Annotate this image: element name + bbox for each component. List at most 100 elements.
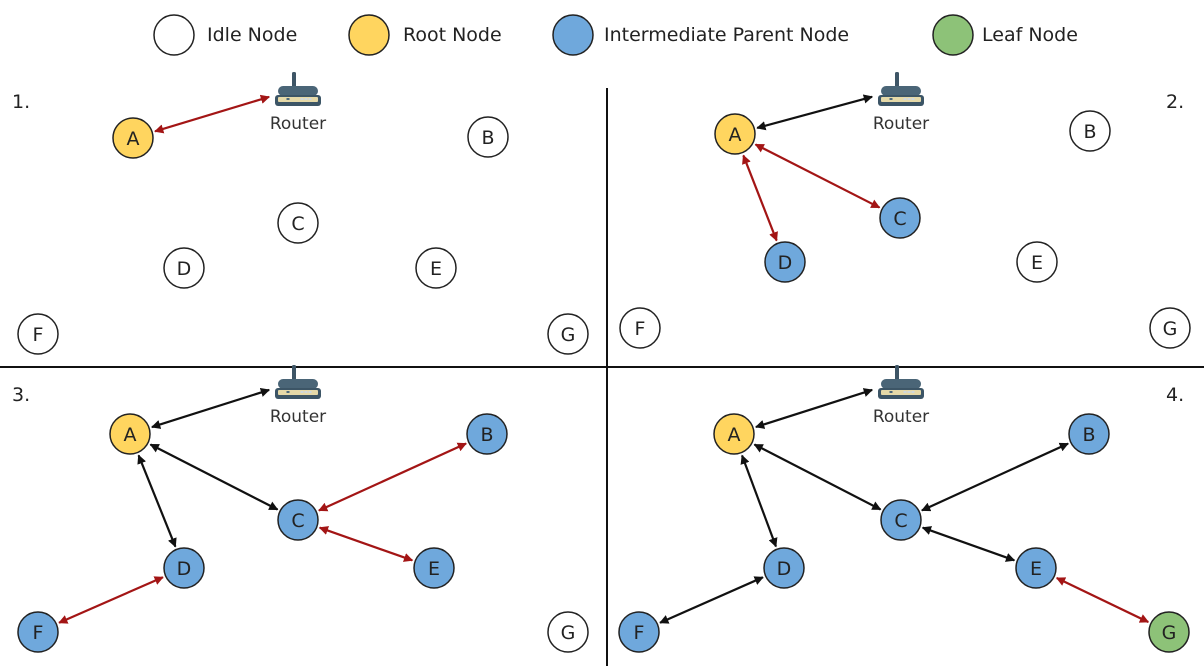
nodes-layer: A B C D E F G A B C D E F G A B C D E F G A B C D E F G (17, 110, 1191, 653)
panel-4-node-a: A (713, 413, 755, 455)
panel-3-node-b: B (466, 413, 508, 455)
panel-4-router: Router (873, 365, 929, 427)
node-label: C (894, 510, 907, 532)
node-circle (17, 611, 59, 653)
node-label: F (33, 622, 44, 644)
legend-item-intermediate: Intermediate Parent Node (552, 14, 849, 56)
panel-2-link-a-c (754, 143, 881, 209)
panel-1-node-c: C (277, 202, 319, 244)
node-circle (163, 247, 205, 289)
router-label: Router (873, 407, 929, 427)
panel-3-node-d: D (163, 547, 205, 589)
node-circle (112, 117, 154, 159)
legend-item-root: Root Node (348, 14, 502, 56)
node-circle (466, 413, 508, 455)
panel-4-link-d-f (659, 576, 764, 624)
panel-4-link-a-d (740, 454, 778, 548)
node-label: E (1030, 558, 1042, 580)
node-circle (618, 611, 660, 653)
node-label: A (124, 424, 137, 446)
node-circle (763, 547, 805, 589)
panel-2-node-f: F (619, 307, 661, 349)
links-layer (58, 94, 1150, 624)
panel-4-node-b: B (1068, 413, 1110, 455)
node-label: E (430, 258, 442, 280)
panel-2-node-d: D (764, 241, 806, 283)
router-label: Router (873, 114, 929, 134)
panel-3-link-d-f (58, 576, 164, 624)
node-circle (713, 413, 755, 455)
panel-3-link-a-router (151, 388, 271, 429)
router-icon (275, 365, 321, 399)
panel-3-link-c-b (318, 442, 467, 512)
panel-2-label: 2. (1166, 91, 1184, 113)
panel-3-node-f: F (17, 611, 59, 653)
panel-2-link-a-d (742, 154, 778, 242)
node-label: E (428, 558, 440, 580)
node-label: G (1162, 622, 1177, 644)
panel-2-node-g: G (1149, 307, 1191, 349)
legend-item-idle: Idle Node (153, 14, 297, 56)
node-circle (1069, 110, 1111, 152)
panel-3-node-g: G (547, 611, 589, 653)
node-circle (1068, 413, 1110, 455)
node-circle (880, 499, 922, 541)
node-label: D (177, 258, 192, 280)
node-circle (714, 113, 756, 155)
router-icon (275, 72, 321, 106)
panel-1-label: 1. (12, 91, 30, 113)
panel-3-node-c: C (277, 499, 319, 541)
node-circle (619, 307, 661, 349)
node-circle (277, 202, 319, 244)
node-circle (1148, 611, 1190, 653)
panel-1-router: Router (270, 72, 326, 134)
router-label: Router (270, 114, 326, 134)
panel-4-link-c-e (921, 526, 1016, 562)
panel-1-node-g: G (547, 313, 589, 355)
panel-4-node-g: G (1148, 611, 1190, 653)
legend-item-leaf: Leaf Node (932, 14, 1078, 56)
panel-3-link-a-c (149, 443, 279, 511)
node-label: B (481, 127, 494, 149)
node-label: B (1082, 424, 1095, 446)
router-icon (878, 365, 924, 399)
panel-4-link-a-c (753, 443, 882, 511)
panel-2-node-b: B (1069, 110, 1111, 152)
node-circle (17, 313, 59, 355)
node-label: D (177, 558, 192, 580)
panel-4-label: 4. (1166, 384, 1184, 406)
panel-3-link-c-e (318, 526, 414, 562)
panel-4-node-d: D (763, 547, 805, 589)
node-label: A (728, 424, 741, 446)
panel-3-link-a-d (137, 454, 177, 548)
node-label: G (561, 622, 576, 644)
panel-2-node-e: E (1016, 241, 1058, 283)
node-circle (109, 413, 151, 455)
panel-1-node-f: F (17, 313, 59, 355)
node-circle (163, 547, 205, 589)
node-label: E (1031, 252, 1043, 274)
router-icon (878, 72, 924, 106)
panel-4-node-f: F (618, 611, 660, 653)
node-label: G (1163, 318, 1178, 340)
node-label: B (480, 424, 493, 446)
node-circle (547, 611, 589, 653)
panel-2-node-a: A (714, 113, 756, 155)
panel-3-label: 3. (12, 384, 30, 406)
legend-swatch-leaf (932, 14, 974, 56)
panel-2-router: Router (873, 72, 929, 134)
node-label: F (635, 318, 646, 340)
node-circle (1149, 307, 1191, 349)
panel-1-node-b: B (467, 116, 509, 158)
legend-swatch-intermediate (552, 14, 594, 56)
node-circle (413, 547, 455, 589)
node-label: C (893, 208, 906, 230)
panel-4-link-a-router (755, 388, 874, 429)
node-label: F (33, 324, 44, 346)
node-label: A (127, 128, 140, 150)
panel-4-node-c: C (880, 499, 922, 541)
panel-4-link-c-b (921, 442, 1069, 512)
node-label: C (291, 510, 304, 532)
